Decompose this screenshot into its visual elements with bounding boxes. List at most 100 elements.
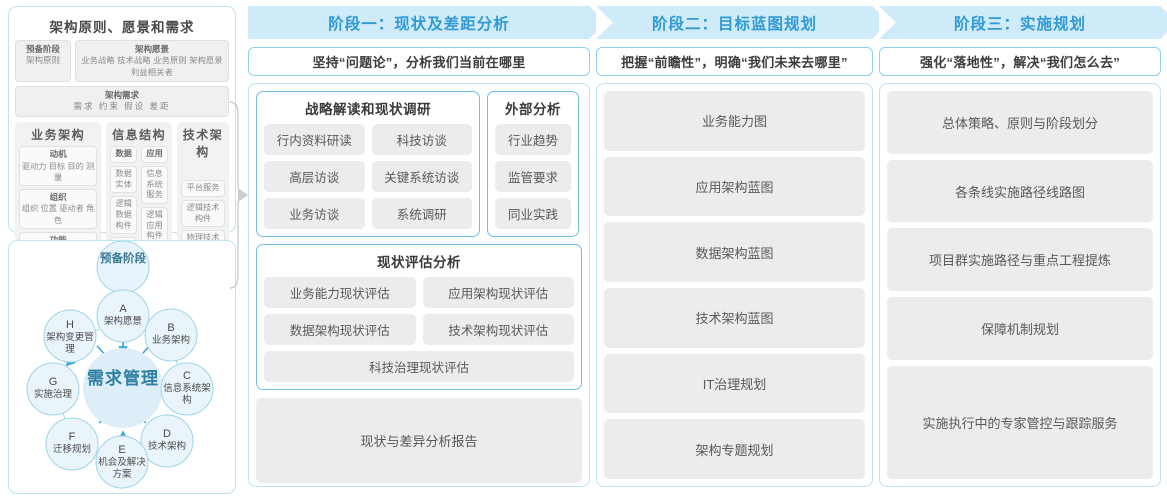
phase-3-notch-icon: [879, 6, 896, 39]
list-item[interactable]: 监管要求: [495, 161, 571, 192]
gap-analysis-report[interactable]: 现状与差异分析报告: [256, 398, 582, 483]
phase-1-subtitle: 坚持“问题论”，分析我们当前在哪里: [248, 47, 590, 76]
organization-title: 组织: [49, 191, 67, 202]
togaf-framework-card: 架构原则、愿景和需求 预备阶段 架构原则 架构愿景 业务战略 技术战略 业务原则…: [8, 6, 236, 337]
list-item[interactable]: 项目群实施路径与重点工程提炼: [887, 228, 1153, 292]
list-item[interactable]: 关键系统访谈: [371, 161, 472, 192]
list-item[interactable]: 数据架构蓝图: [604, 222, 865, 283]
list-item[interactable]: 行内资料研读: [264, 124, 365, 155]
adm-node-e-key: E: [118, 444, 126, 456]
adm-center-label: 需求管理: [87, 369, 159, 388]
organization-box: 组织 组织 位置 驱动者 角色: [19, 188, 98, 229]
list-item[interactable]: 系统调研: [371, 198, 472, 229]
architecture-requirements-label: 架构需求: [104, 89, 139, 100]
adm-node-h-label: 架构变更管理: [46, 332, 94, 355]
strategy-research-group: 战略解读和现状调研 行内资料研读 科技访谈 高层访谈 关键系统访谈 业务访谈 系…: [256, 91, 480, 237]
information-system-service-chip: 信息系统服务: [141, 166, 169, 204]
external-analysis-group: 外部分析 行业趋势 监管要求 同业实践: [487, 91, 579, 237]
list-item[interactable]: 业务能力图: [604, 91, 865, 151]
list-item[interactable]: 科技治理现状评估: [264, 351, 574, 382]
phase-3-column: 阶段三：实施规划 强化“落地性”，解决“我们怎么去” 总体策略、原则与阶段划分 …: [879, 6, 1167, 494]
phase-1-banner: 阶段一：现状及差距分析: [248, 6, 606, 39]
list-item[interactable]: 保障机制规划: [887, 297, 1153, 360]
logical-application-component-chip: 逻辑应用构件: [141, 207, 169, 245]
adm-node-d-circle: [140, 414, 194, 468]
adm-node-b-label: 业务架构: [151, 335, 190, 347]
phase-2-banner: 阶段二：目标蓝图规划: [596, 6, 889, 39]
adm-node-a-label: 架构愿景: [103, 316, 142, 328]
strategy-research-row: 业务访谈 系统调研: [264, 198, 472, 229]
list-item[interactable]: 行业趋势: [495, 124, 571, 155]
adm-node-c-key: C: [183, 370, 191, 382]
adm-node-h-key: H: [66, 319, 74, 331]
list-item[interactable]: 应用架构蓝图: [604, 156, 865, 217]
list-item[interactable]: 数据架构现状评估: [264, 314, 416, 345]
adm-node-f: F 迁移规划: [46, 431, 98, 456]
architecture-requirements-box: 架构需求 需求 约束 假设 差距: [15, 85, 229, 118]
function-title: 功能: [21, 235, 95, 246]
architecture-vision-box: 架构愿景 业务战略 技术战略 业务原则 架构愿景 利益相关者: [75, 40, 229, 82]
list-item[interactable]: 技术架构现状评估: [422, 314, 574, 345]
adm-node-a-circle: [96, 289, 150, 343]
adm-node-c-circle: [160, 362, 214, 416]
information-structure-header: 信息结构: [112, 128, 167, 143]
phase-2-subtitle: 把握“前瞻性”，明确“我们未来去哪里”: [596, 47, 873, 76]
list-item[interactable]: 架构专题规划: [604, 419, 865, 480]
adm-node-g-label: 实施治理: [33, 389, 72, 401]
adm-node-b: B 业务架构: [145, 322, 197, 347]
connector-bracket: [228, 100, 250, 290]
list-item[interactable]: 实施执行中的专家管控与跟踪服务: [887, 365, 1153, 480]
application-group-title: 应用: [141, 146, 169, 164]
list-item[interactable]: 各条线实施路径线路图: [887, 159, 1153, 223]
list-item[interactable]: 同业实践: [495, 198, 571, 229]
list-item[interactable]: 科技访谈: [371, 124, 472, 155]
prep-phase-box: 预备阶段 架构原则: [15, 40, 71, 82]
adm-node-d-label: 技术架构: [147, 441, 186, 453]
adm-node-c: C 信息系统架构: [161, 370, 213, 406]
organization-detail: 组织 位置 驱动者 角色: [21, 204, 95, 225]
logical-technology-component-chip: 逻辑技术构件: [181, 200, 225, 228]
adm-prep-circle: [96, 241, 150, 294]
technology-architecture-header: 技术架构: [182, 128, 224, 160]
adm-node-e-label: 机会及解决方案: [98, 457, 146, 480]
strategy-research-header: 战略解读和现状调研: [305, 102, 431, 117]
strategy-research-row: 高层访谈 关键系统访谈: [264, 161, 472, 192]
togaf-title: 架构原则、愿景和需求: [49, 20, 195, 35]
adm-node-g-circle: [26, 362, 80, 416]
adm-cycle-card: 预备阶段 A 架构愿景 B 业务架构 C 信息系统架构 D 技术架构 E 机会及…: [8, 240, 236, 494]
list-item[interactable]: 技术架构蓝图: [604, 288, 865, 348]
adm-node-e-circle: [95, 435, 149, 489]
phase-1-column: 阶段一：现状及差距分析 坚持“问题论”，分析我们当前在哪里 战略解读和现状调研 …: [248, 6, 606, 494]
phase-2-body: 业务能力图 应用架构蓝图 数据架构蓝图 技术架构蓝图 IT治理规划 架构专题规划: [596, 83, 873, 487]
data-group-title: 数据: [110, 146, 138, 164]
adm-node-a-key: A: [119, 303, 127, 315]
adm-node-b-circle: [144, 308, 198, 362]
external-analysis-header: 外部分析: [505, 102, 561, 117]
list-item[interactable]: 业务访谈: [264, 198, 365, 229]
logical-data-component-chip: 逻辑数据构件: [110, 196, 138, 235]
adm-node-g-key: G: [48, 376, 58, 388]
adm-node-d-key: D: [163, 428, 171, 440]
list-item[interactable]: 高层访谈: [264, 161, 365, 192]
phase-3-chevron-icon: [1160, 6, 1167, 39]
left-panel: 架构原则、愿景和需求 预备阶段 架构原则 架构愿景 业务战略 技术战略 业务原则…: [8, 6, 236, 494]
list-item[interactable]: 应用架构现状评估: [422, 277, 574, 308]
phase-3-banner: 阶段三：实施规划: [879, 6, 1167, 39]
adm-node-b-key: B: [167, 322, 175, 334]
phase-3-body: 总体策略、原则与阶段划分 各条线实施路径线路图 项目群实施路径与重点工程提炼 保…: [879, 83, 1161, 487]
list-item[interactable]: IT治理规划: [604, 353, 865, 414]
adm-center-circle: [83, 348, 163, 428]
adm-node-a: A 架构愿景: [97, 303, 149, 328]
adm-node-h: H 架构变更管理: [44, 319, 96, 355]
phases-container: 阶段一：现状及差距分析 坚持“问题论”，分析我们当前在哪里 战略解读和现状调研 …: [248, 6, 1167, 494]
architecture-requirements-detail: 需求 约束 假设 差距: [73, 101, 171, 112]
phase-2-column: 阶段二：目标蓝图规划 把握“前瞻性”，明确“我们未来去哪里” 业务能力图 应用架…: [596, 6, 889, 494]
adm-node-e: E 机会及解决方案: [96, 444, 148, 480]
phase-3-subtitle: 强化“落地性”，解决“我们怎么去”: [879, 47, 1161, 76]
current-state-assessment-group: 现状评估分析 业务能力现状评估 应用架构现状评估 数据架构现状评估 技术架构现状…: [256, 244, 582, 390]
list-item[interactable]: 业务能力现状评估: [264, 277, 416, 308]
phase-3-item-stack: 总体策略、原则与阶段划分 各条线实施路径线路图 项目群实施路径与重点工程提炼 保…: [887, 91, 1153, 480]
list-item[interactable]: 总体策略、原则与阶段划分: [887, 91, 1153, 154]
architecture-vision-detail: 业务战略 技术战略 业务原则 架构愿景 利益相关者: [81, 56, 223, 77]
